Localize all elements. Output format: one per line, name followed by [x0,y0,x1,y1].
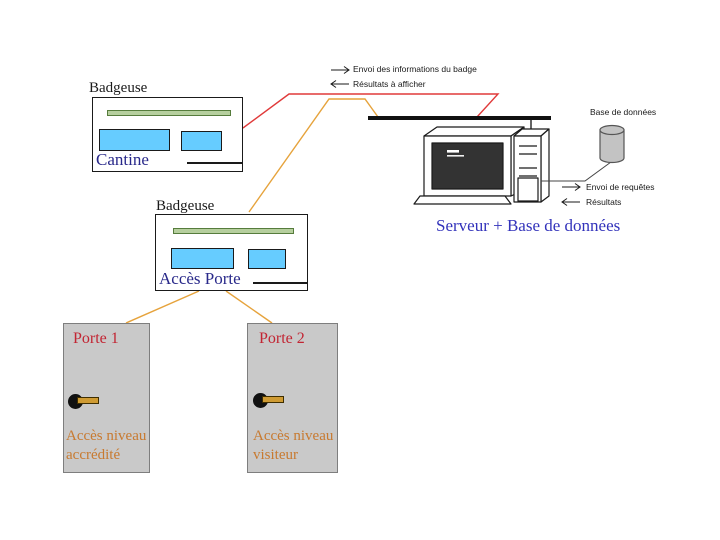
porte-2-title: Porte 2 [259,330,305,347]
arrow-right-icon [331,66,350,74]
database-cylinder-icon [599,124,625,164]
link-line-porte1 [125,290,200,324]
porte-2-access-label: Accès niveau visiteur [253,428,334,463]
server-database-link-line [541,161,612,182]
door-handle-lever [262,396,284,403]
server-caption: Serveur + Base de données [436,216,621,235]
arrow-right-icon [562,183,581,191]
badgeuse-cantine-box: Cantine [92,97,243,172]
badge-slot-bar [173,228,294,234]
database-label: Base de données [590,107,657,117]
monitor-screen [431,142,504,190]
door-porte-1: Porte 1 Accès niveau accrédité [63,323,150,473]
arrow-left-icon [561,198,580,206]
keyboard [413,195,512,205]
legend-receive-label: Résultats à afficher [353,79,426,89]
badgeuse-porte-title: Badgeuse [156,198,215,214]
badgeuse-porte-name: Accès Porte [159,269,241,288]
screen-text-dash-2 [447,155,464,157]
server-receive-label: Résultats [586,197,622,207]
badgeuse-porte-box: Accès Porte [155,214,308,291]
door-handle-lever [77,397,99,404]
server-computer-icon [413,126,550,205]
badge-keypad-rect [181,131,222,151]
door-porte-2: Porte 2 Accès niveau visiteur [247,323,338,473]
cantine-network-link-line [242,93,500,129]
badge-base-line [187,162,243,164]
server-send-label: Envoi de requêtes [586,182,655,192]
porte-1-access-label: Accès niveau accrédité [66,428,147,463]
porte-1-title: Porte 1 [73,330,119,347]
badge-slot-bar [107,110,231,116]
badgeuse-cantine-title: Badgeuse [89,80,148,96]
tower-drive-bay [517,177,539,202]
legend-send-label: Envoi des informations du badge [353,64,477,74]
badge-keypad-rect [248,249,286,269]
screen-text-dash-1 [447,150,459,153]
link-line-porte2 [225,290,273,324]
badge-base-line [253,282,308,284]
arrow-left-icon [330,80,349,88]
badge-display-rect [99,129,170,151]
badge-display-rect [171,248,234,269]
porte-badgeuse-network-link-line [248,98,379,213]
badgeuse-cantine-name: Cantine [96,150,149,169]
